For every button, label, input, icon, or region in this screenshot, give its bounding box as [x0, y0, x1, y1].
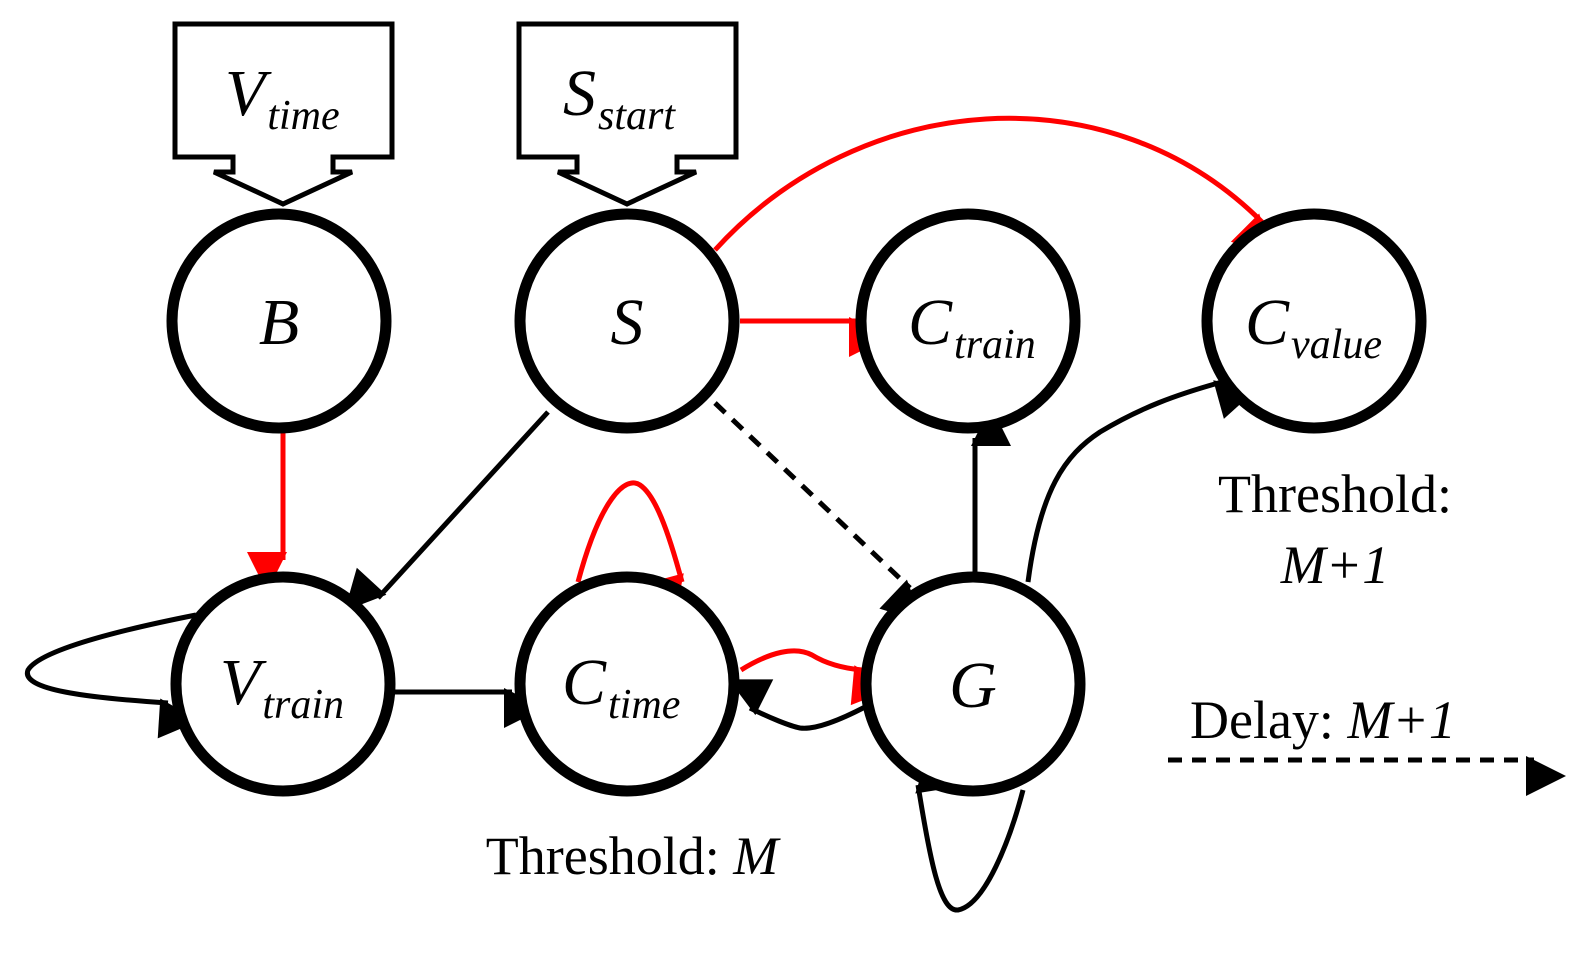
- s-start-input-box: [516, 21, 739, 207]
- edge-s-to-g-delayed: [713, 401, 923, 622]
- edge-ctime-self-loop: [575, 480, 685, 618]
- s-start-input-label: Sstart: [563, 57, 676, 139]
- node-v-train: Vtrain: [170, 571, 396, 797]
- v-time-input-box: [172, 21, 395, 207]
- edge-s-to-cvalue: [713, 115, 1274, 256]
- delay-legend-label: Delay: M+1: [1190, 690, 1456, 750]
- threshold-time-annotation: Threshold: M: [486, 826, 781, 886]
- edge-s-to-vtrain: [344, 410, 550, 611]
- edge-g-to-cvalue: [1025, 379, 1258, 583]
- edge-vtrain-self-loop: [24, 612, 199, 739]
- node-c-train: Ctrain: [855, 208, 1081, 434]
- threshold-value-line1: Threshold:: [1218, 464, 1452, 524]
- node-b-label: B: [259, 286, 299, 359]
- v-time-input-label: Vtime: [225, 57, 340, 139]
- node-c-train-label: Ctrain: [908, 286, 1036, 368]
- edge-ctime-to-g: [739, 648, 893, 706]
- node-c-time-label: Ctime: [562, 646, 680, 728]
- node-g-label: G: [949, 649, 997, 722]
- edge-g-self-loop: [915, 750, 1026, 913]
- node-c-time: Ctime: [514, 571, 740, 797]
- node-c-value: Cvalue: [1201, 208, 1427, 434]
- node-s: S: [514, 208, 740, 434]
- node-c-value-label: Cvalue: [1245, 286, 1382, 368]
- node-b: B: [166, 208, 392, 434]
- node-v-train-label: Vtrain: [220, 646, 344, 728]
- node-g: G: [860, 571, 1086, 797]
- threshold-value-line2: M+1: [1280, 535, 1389, 595]
- edge-g-to-ctime: [728, 679, 867, 731]
- node-s-label: S: [611, 286, 644, 359]
